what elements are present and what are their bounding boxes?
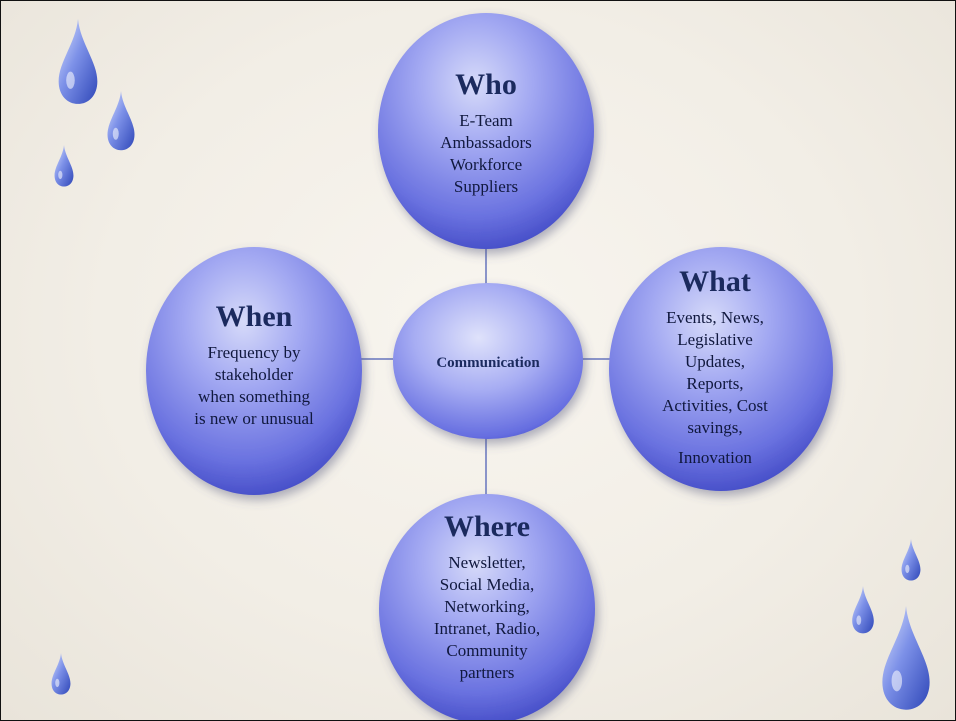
water-drop-icon — [51, 653, 71, 695]
what-title: What — [679, 265, 751, 298]
where-title: Where — [444, 510, 530, 543]
what-line-7: Innovation — [678, 448, 752, 467]
water-drop-icon — [852, 586, 874, 634]
where-line-3: Networking, — [444, 597, 529, 616]
node-when: When Frequency by stakeholder when somet… — [146, 247, 362, 495]
who-title: Who — [455, 68, 517, 101]
where-line-4: Intranet, Radio, — [434, 619, 540, 638]
when-line-1: Frequency by — [207, 343, 301, 362]
what-line-2: Legislative — [677, 330, 753, 349]
center-label: Communication — [436, 355, 540, 371]
what-line-5: Activities, Cost — [662, 396, 768, 415]
when-line-3: when something — [198, 387, 310, 406]
where-line-6: partners — [460, 663, 515, 682]
what-line-3: Updates, — [685, 352, 745, 371]
water-drop-icon — [54, 145, 74, 187]
when-line-4: is new or unusual — [194, 409, 314, 428]
node-what: What Events, News, Legislative Updates, … — [609, 247, 833, 491]
node-who: Who E-Team Ambassadors Workforce Supplie… — [378, 13, 594, 249]
node-communication: Communication — [393, 283, 583, 439]
water-drop-icon — [58, 19, 98, 104]
where-line-2: Social Media, — [440, 575, 534, 594]
when-title: When — [216, 300, 293, 333]
who-line-3: Workforce — [450, 155, 522, 174]
water-drop-icon — [107, 91, 135, 151]
water-drop-icon — [882, 606, 930, 710]
node-where: Where Newsletter, Social Media, Networki… — [379, 494, 595, 720]
when-line-2: stakeholder — [215, 365, 294, 384]
where-line-1: Newsletter, — [448, 553, 525, 572]
who-line-4: Suppliers — [454, 177, 518, 196]
what-line-4: Reports, — [686, 374, 743, 393]
what-line-1: Events, News, — [666, 308, 764, 327]
what-line-6: savings, — [687, 418, 742, 437]
water-drop-icon — [901, 539, 921, 581]
who-line-2: Ambassadors — [440, 133, 532, 152]
who-line-1: E-Team — [459, 111, 513, 130]
where-line-5: Community — [446, 641, 528, 660]
